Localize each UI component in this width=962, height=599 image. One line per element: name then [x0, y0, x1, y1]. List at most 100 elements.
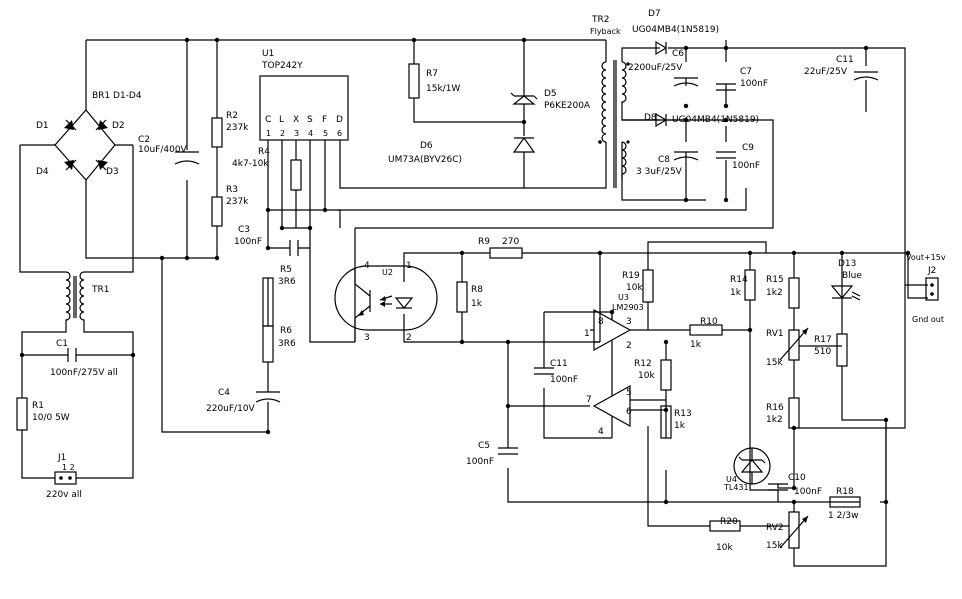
c1-value: 100nF/275V all — [50, 368, 118, 378]
comparator-u3b — [592, 380, 631, 428]
capacitor-c11-output — [853, 71, 879, 81]
resistor-r8 — [456, 281, 468, 313]
r17-value: 510 — [814, 347, 831, 357]
c2-value: 10uF/400V — [138, 145, 188, 155]
optocoupler-u2 — [334, 265, 438, 342]
c1-ref: C1 — [56, 339, 68, 349]
r18-ref: R18 — [836, 487, 854, 497]
c9-ref: C9 — [742, 143, 754, 153]
u1-part: TOP242Y — [261, 61, 303, 71]
d6-ref: D6 — [420, 141, 433, 151]
r4-value: 4k7-10k — [232, 159, 269, 169]
u3-pin-8: 8 — [598, 317, 604, 327]
capacitor-c4 — [255, 391, 281, 403]
j1-pins: 1 2 — [62, 463, 75, 472]
r12-ref: R12 — [634, 359, 652, 369]
diode-d6 — [512, 136, 536, 153]
tr2-ref: TR2 — [591, 15, 609, 25]
r8-ref: R8 — [471, 285, 483, 295]
bridge-rectifier — [54, 109, 116, 181]
r14-value: 1k — [730, 288, 742, 298]
c4-ref: C4 — [218, 388, 230, 398]
d7-value: UG04MB4(1N5819) — [632, 25, 719, 35]
diode-d4-symbol — [64, 160, 74, 170]
capacitor-c11-filter — [534, 367, 554, 375]
j1-ref: J1 — [57, 453, 66, 463]
r19-ref: R19 — [622, 271, 640, 281]
u1-pin-5: 5 — [323, 129, 328, 138]
u1-pin-4: 4 — [308, 129, 313, 138]
u2-pin-1: 1 — [406, 261, 412, 271]
c9-value: 100nF — [732, 161, 760, 171]
d13-ref: D13 — [838, 259, 856, 269]
r5-value: 3R6 — [278, 277, 296, 287]
u2-ref: U2 — [382, 268, 393, 277]
r4-ref: R4 — [258, 147, 270, 157]
connector-j1[interactable] — [54, 471, 77, 485]
r2-ref: R2 — [226, 111, 238, 121]
r9-ref: R9 — [478, 237, 490, 247]
d5-value: P6KE200A — [544, 101, 591, 111]
capacitor-c2 — [174, 151, 200, 165]
r2-value: 237k — [226, 123, 249, 133]
potentiometer-rv1[interactable] — [779, 327, 809, 361]
d7-ref: D7 — [648, 9, 661, 19]
resistor-r16 — [788, 397, 800, 429]
u1-ref: U1 — [262, 49, 274, 59]
u1-pin-d: D — [336, 115, 343, 125]
c3-ref: C3 — [238, 225, 250, 235]
r10-ref: R10 — [700, 317, 718, 327]
led-d13 — [830, 285, 861, 301]
u1-pin-6: 6 — [337, 129, 342, 138]
r15-ref: R15 — [766, 275, 784, 285]
r13-ref: R13 — [674, 409, 692, 419]
u3-pin-7: 7 — [586, 395, 592, 405]
diode-d5 — [510, 92, 538, 112]
u1-pin-2: 2 — [280, 129, 285, 138]
u1-pin-x: X — [293, 115, 299, 125]
c7-ref: C7 — [740, 67, 752, 77]
bridge-title: BR1 D1-D4 — [92, 91, 142, 101]
u3-part: LM2903 — [612, 303, 644, 312]
resistor-r7 — [408, 63, 420, 99]
u3-ref: U3 — [618, 293, 629, 302]
resistor-r10 — [689, 324, 723, 336]
c8-ref: C8 — [658, 155, 670, 165]
rv1-ref: RV1 — [766, 329, 784, 339]
resistor-r4 — [290, 159, 302, 191]
r18-value: 1 2/3w — [828, 511, 858, 521]
c7-value: 100nF — [740, 79, 768, 89]
u2-pin-3: 3 — [364, 333, 370, 343]
u4-ref: U4 — [726, 475, 737, 484]
resistor-r13 — [660, 405, 672, 439]
resistor-r20 — [709, 520, 741, 532]
d5-ref: D5 — [544, 89, 557, 99]
capacitor-c1 — [67, 348, 77, 362]
potentiometer-rv2[interactable] — [779, 511, 809, 549]
u3-pin-1: 1 — [584, 329, 590, 339]
connector-j2[interactable] — [925, 277, 939, 301]
c6-ref: C6 — [672, 49, 684, 59]
d3-label: D3 — [106, 167, 119, 177]
d8-value: UG04MB4(1N5819) — [672, 115, 759, 125]
u1-pin-3: 3 — [294, 129, 299, 138]
resistor-r19 — [642, 269, 654, 303]
d8-ref: D8 — [644, 113, 657, 123]
c8-value: 3 3uF/25V — [636, 167, 683, 177]
transformer-tr1 — [50, 271, 100, 325]
r7-ref: R7 — [426, 69, 438, 79]
capacitor-c7 — [716, 83, 736, 91]
u1-pin-c: C — [265, 115, 271, 125]
u3-pin-5: 5 — [626, 388, 632, 398]
u3-pin-3: 3 — [626, 317, 632, 327]
j2-ref: J2 — [927, 266, 936, 276]
r13-value: 1k — [674, 421, 686, 431]
diode-d3-symbol — [98, 160, 108, 170]
r10-value: 1k — [690, 340, 702, 350]
rv2-ref: RV2 — [766, 523, 784, 533]
transformer-tr2 — [598, 60, 630, 188]
diode-d8 — [655, 112, 668, 128]
u4-part: TL431 — [723, 483, 749, 492]
c10-ref: C10 — [788, 473, 806, 483]
